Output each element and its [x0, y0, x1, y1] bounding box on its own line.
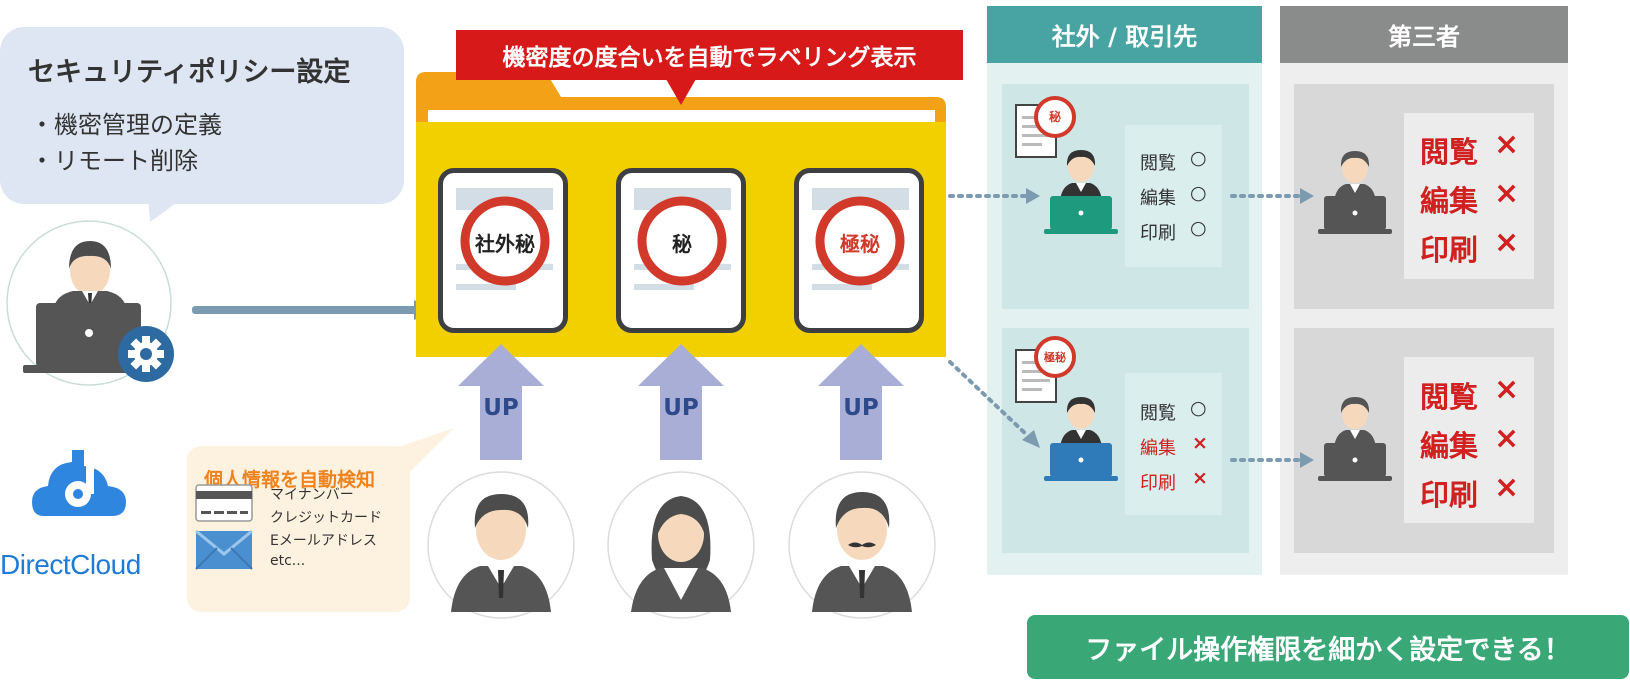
policy-item-remote-delete: ・リモート削除: [30, 147, 198, 175]
upload-label-3: UP: [843, 395, 879, 421]
third-party-bottom-print-label: 印刷: [1420, 478, 1479, 512]
pii-item-credit-card: クレジットカード: [270, 510, 382, 526]
pii-detection-bubble: [187, 446, 410, 612]
stamp-confidential-external: 社外秘: [475, 232, 535, 256]
gear-icon: [118, 326, 174, 382]
footer-banner: ファイル操作権限を細かく設定できる！: [1027, 615, 1629, 679]
partner-bottom-print-label: 印刷: [1140, 473, 1176, 494]
stamp-top-secret: 極秘: [840, 232, 880, 256]
partner-top-print-label: 印刷: [1140, 223, 1176, 244]
policy-bubble: [0, 27, 404, 204]
partner-top-view-label: 閲覧: [1140, 153, 1176, 174]
brand-name: DirectCloud: [0, 549, 141, 580]
partner-top-permission-box: [1125, 125, 1222, 267]
partner-top-print-mark: ○: [1190, 217, 1207, 239]
partner-bottom-view-label: 閲覧: [1140, 403, 1176, 424]
partner-bottom-view-mark: ○: [1190, 397, 1207, 419]
third-party-bottom-print-mark: ×: [1494, 470, 1520, 505]
third-party-bottom-view-label: 閲覧: [1420, 380, 1479, 414]
pii-item-etc: etc...: [270, 553, 306, 569]
pii-bubble-tail: [390, 428, 454, 474]
partner-bottom-permission-box: [1125, 373, 1222, 515]
policy-bubble-tail: [148, 196, 186, 222]
partner-doc-label-top-secret: 極秘: [1044, 351, 1066, 364]
third-party-top-view-label: 閲覧: [1420, 135, 1479, 169]
policy-item-confidential: ・機密管理の定義: [30, 111, 222, 139]
third-party-top-edit-label: 編集: [1420, 184, 1479, 218]
third-party-top-print-label: 印刷: [1420, 233, 1479, 267]
third-party-bottom-permission-box: [1404, 357, 1534, 523]
partner-header: 社外 / 取引先: [987, 6, 1262, 63]
stamp-confidential: 秘: [672, 232, 692, 256]
third-party-bottom-edit-mark: ×: [1494, 421, 1520, 456]
third-party-bottom-view-mark: ×: [1494, 372, 1520, 407]
partner-bottom-print-mark: ×: [1192, 467, 1208, 489]
partner-top-edit-mark: ○: [1190, 182, 1207, 204]
pii-item-email: Eメールアドレス: [270, 533, 377, 549]
credit-card-icon: [195, 484, 253, 522]
partner-bottom-edit-label: 編集: [1140, 438, 1176, 459]
auto-label-banner: 機密度の度合いを自動でラベリング表示: [456, 30, 963, 80]
third-party-bottom-edit-label: 編集: [1420, 429, 1479, 463]
partner-doc-label-confidential: 秘: [1048, 110, 1061, 124]
upload-label-1: UP: [483, 395, 519, 421]
third-party-top-view-mark: ×: [1494, 127, 1520, 162]
third-party-top-permission-box: [1404, 113, 1534, 279]
upload-label-2: UP: [663, 395, 699, 421]
banner-pointer: [666, 79, 696, 105]
third-party-top-print-mark: ×: [1494, 225, 1520, 260]
partner-top-view-mark: ○: [1190, 147, 1207, 169]
third-party-header: 第三者: [1280, 6, 1568, 63]
policy-title: セキュリティポリシー設定: [28, 57, 351, 88]
pii-item-my-number: マイナンバー: [270, 487, 354, 503]
mail-icon: [195, 529, 253, 570]
partner-bottom-edit-mark: ×: [1192, 432, 1208, 454]
partner-top-edit-label: 編集: [1140, 188, 1176, 209]
third-party-top-edit-mark: ×: [1494, 176, 1520, 211]
directcloud-logo-icon: [32, 450, 126, 516]
